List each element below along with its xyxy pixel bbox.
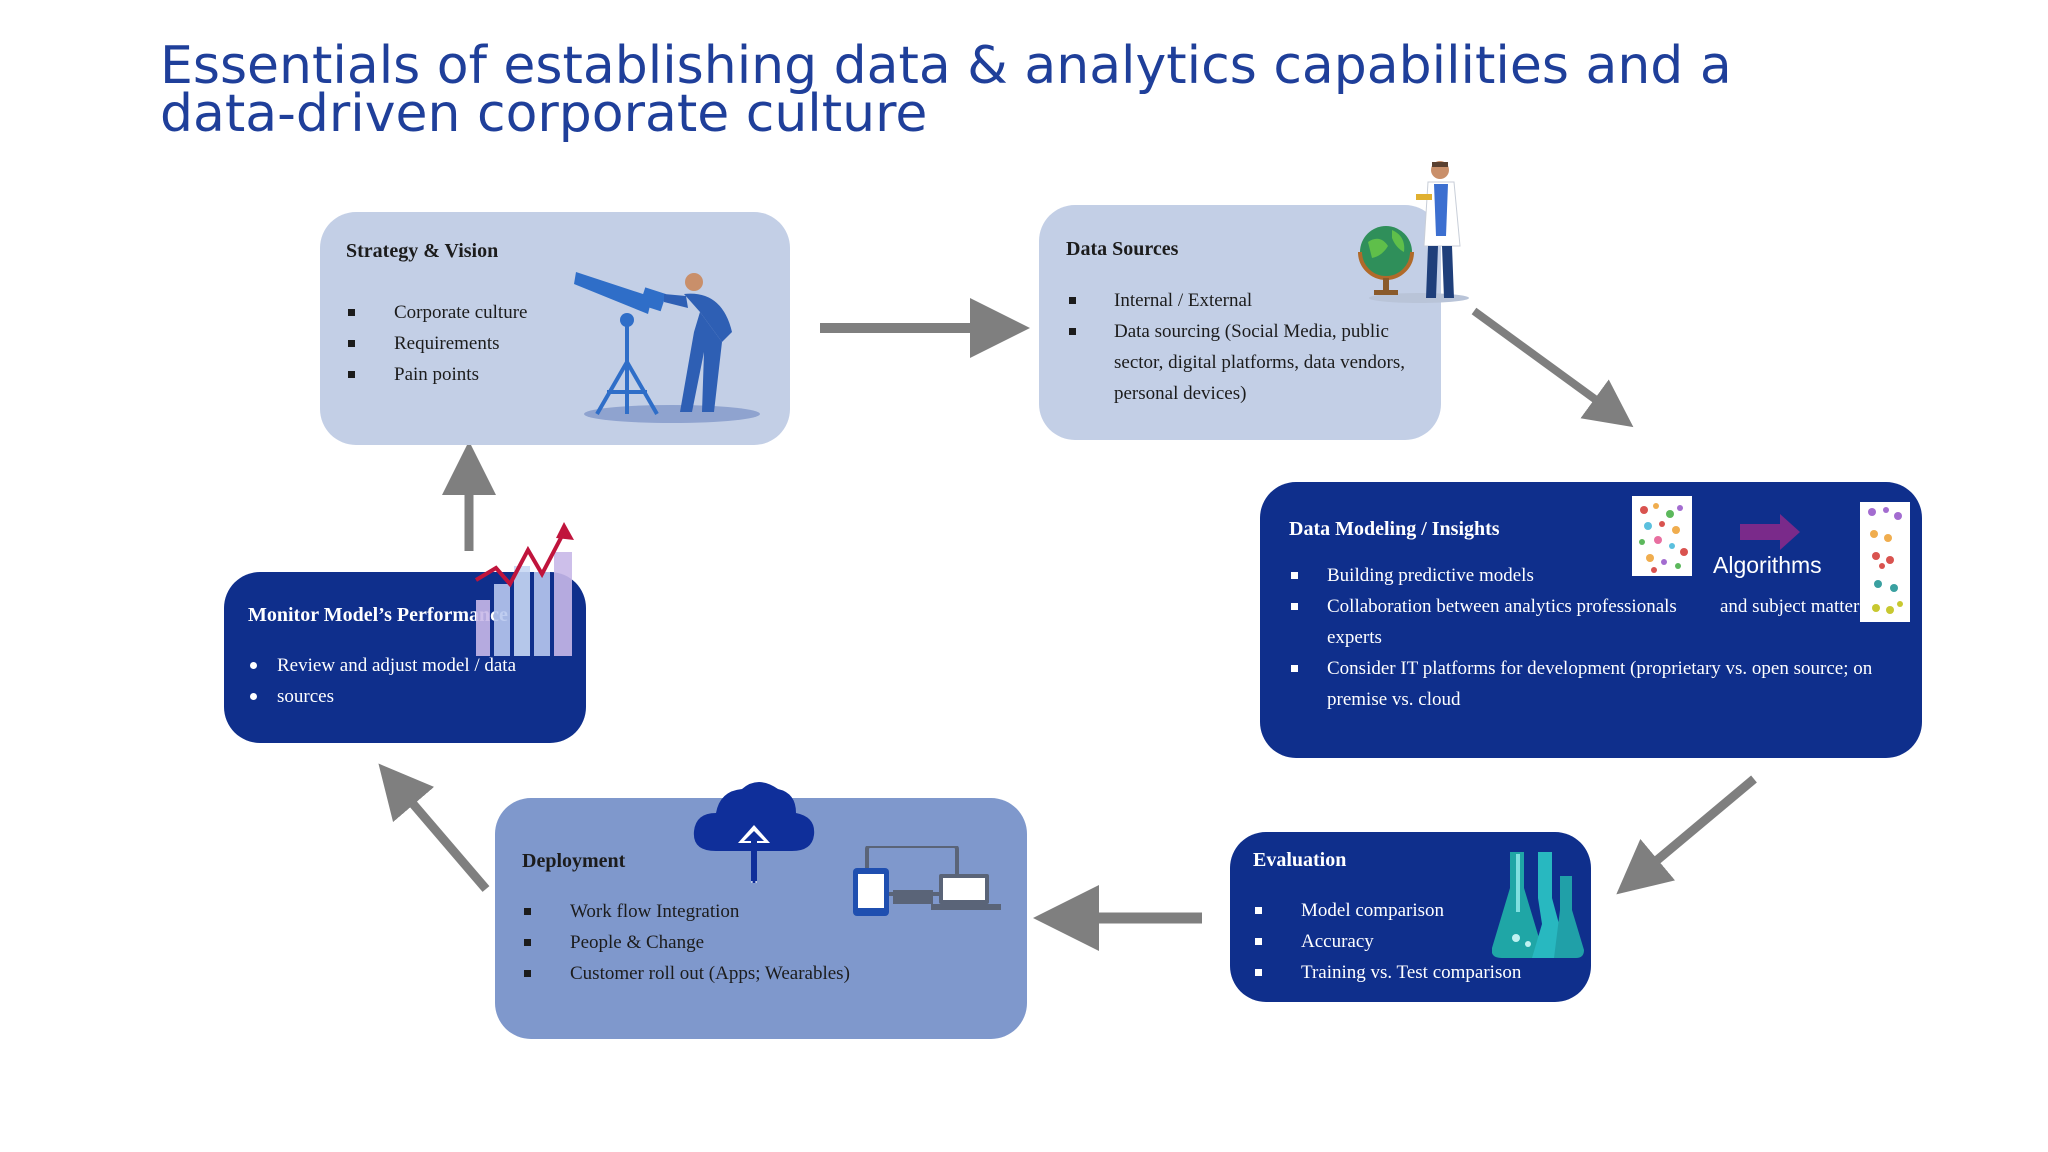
list-item-text: Data sourcing (Social Media, public	[1114, 321, 1389, 342]
arrow-modeling-to-evaluation	[1616, 775, 1757, 895]
list-item-continued: premise vs. cloud	[1327, 689, 1461, 710]
data-modeling-heading: Data Modeling / Insights	[1289, 518, 1500, 540]
evaluation-box: Evaluation Model comparison Accuracy Tra…	[1230, 832, 1591, 1002]
data-sources-list: Internal / External Data sourcing (Socia…	[1066, 285, 1405, 409]
data-modeling-box: Data Modeling / Insights Building predic…	[1260, 482, 1922, 758]
arrow-sources-to-modeling	[1471, 307, 1634, 428]
title-line-2: data-driven corporate culture	[160, 84, 928, 144]
list-item: Building predictive models	[1327, 565, 1534, 586]
title-line-1: Essentials of establishing data & analyt…	[160, 36, 1732, 96]
algorithms-label: Algorithms	[1713, 552, 1822, 578]
globe-scientist-icon	[1358, 161, 1469, 303]
list-item: Internal / External	[1066, 285, 1405, 316]
list-item: People & Change	[522, 927, 850, 958]
growth-chart-icon	[474, 522, 574, 656]
strategy-vision-box: Strategy & Vision Corporate culture Requ…	[320, 212, 790, 445]
bullet-marker	[1291, 665, 1298, 672]
list-item-text: personal devices)	[1114, 383, 1247, 404]
list-item: Data sourcing (Social Media, public	[1066, 316, 1405, 347]
devices-icon	[853, 846, 1001, 916]
strategy-vision-list: Corporate culture Requirements Pain poin…	[346, 297, 527, 390]
data-sources-heading: Data Sources	[1066, 238, 1179, 260]
arrow-deployment-to-monitor	[378, 763, 490, 892]
list-item: Work flow Integration	[522, 896, 850, 927]
list-item: Review and adjust model / data	[248, 650, 516, 681]
bullet-marker	[1291, 572, 1298, 579]
algorithm-data-icon	[1632, 496, 1910, 622]
bullet-marker	[1069, 328, 1076, 335]
flasks-icon	[1492, 852, 1584, 958]
list-item-continued: sources	[248, 681, 516, 712]
deployment-heading: Deployment	[522, 850, 626, 872]
list-item: Consider IT platforms for development (p…	[1327, 658, 1873, 679]
list-item: Model comparison	[1253, 895, 1521, 926]
evaluation-list: Model comparison Accuracy Training vs. T…	[1253, 895, 1521, 988]
list-item: Customer roll out (Apps; Wearables)	[522, 958, 850, 989]
strategy-vision-heading: Strategy & Vision	[346, 240, 499, 262]
list-item: Requirements	[346, 328, 527, 359]
bullet-marker	[1069, 297, 1076, 304]
evaluation-heading: Evaluation	[1253, 849, 1347, 871]
list-item-continued: personal devices)	[1066, 378, 1405, 409]
list-item-continued: sector, digital platforms, data vendors,	[1066, 347, 1405, 378]
list-item: Collaboration between analytics professi…	[1327, 596, 1677, 617]
monitor-performance-heading: Monitor Model’s Performance	[248, 604, 508, 626]
list-item: Accuracy	[1253, 926, 1521, 957]
telescope-icon	[574, 272, 760, 423]
page-title: Essentials of establishing data & analyt…	[160, 36, 1860, 144]
list-item-continued: experts	[1327, 627, 1382, 648]
bullet-marker	[1291, 603, 1298, 610]
list-item: Pain points	[346, 359, 527, 390]
list-item-text: Internal / External	[1114, 290, 1253, 311]
cloud-upload-icon	[693, 782, 815, 883]
list-item: Training vs. Test comparison	[1253, 957, 1521, 988]
list-item-text: sector, digital platforms, data vendors,	[1114, 352, 1406, 373]
list-item: Corporate culture	[346, 297, 527, 328]
deployment-list: Work flow Integration People & Change Cu…	[522, 896, 850, 989]
monitor-performance-list: Review and adjust model / data sources	[248, 650, 516, 712]
list-item-continued: and subject matter	[1720, 596, 1860, 617]
